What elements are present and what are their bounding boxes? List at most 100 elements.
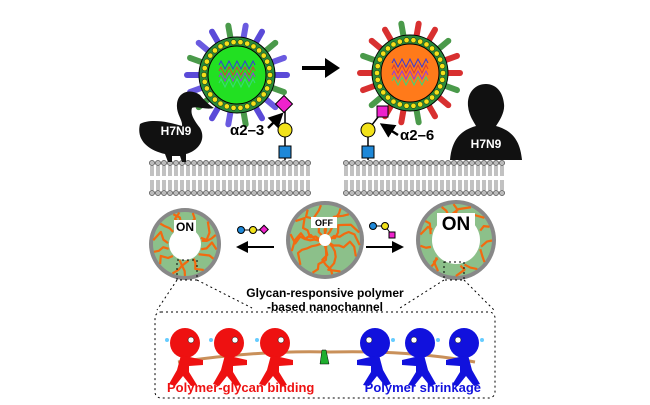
envelope-lipid — [439, 63, 446, 69]
lipid-tail — [204, 166, 208, 190]
lipid-tail — [422, 166, 426, 190]
lipid-head — [379, 190, 385, 196]
lipid-head — [269, 160, 275, 166]
lipid-head — [215, 160, 221, 166]
body — [169, 355, 203, 386]
lipid-tail — [156, 166, 160, 190]
lipid-head — [463, 190, 469, 196]
lipid-head — [445, 160, 451, 166]
lipid-tail — [488, 166, 492, 190]
lipid-head — [245, 160, 251, 166]
lipid-tail — [186, 166, 190, 190]
lipid-head — [373, 190, 379, 196]
lipid-head — [299, 160, 305, 166]
lipid-head — [203, 190, 209, 196]
lipid-head — [421, 190, 427, 196]
sweat-drop — [391, 338, 395, 342]
lipid-head — [251, 160, 257, 166]
virus-core — [207, 45, 267, 105]
linkage-arrow-left — [267, 112, 284, 129]
sweat-drop — [436, 338, 440, 342]
envelope-lipid — [423, 98, 430, 105]
lipid-tail — [482, 166, 486, 190]
virus-avian — [184, 22, 290, 128]
lipid-tail — [494, 166, 498, 190]
cell-membrane-right — [343, 160, 505, 196]
envelope-lipid — [204, 58, 210, 65]
lipid-head — [251, 190, 257, 196]
polymer-chain — [159, 254, 174, 265]
lipid-tail — [300, 166, 304, 190]
lipid-tail — [258, 166, 262, 190]
envelope-lipid — [403, 103, 410, 109]
human-icon — [450, 84, 522, 160]
glycan-chain-a2-3 — [274, 94, 294, 160]
polymer-chain — [424, 220, 432, 235]
nanochannel-on-right — [416, 200, 496, 280]
lipid-tail — [180, 166, 184, 190]
rna-strand — [218, 59, 256, 71]
lipid-tail — [392, 166, 396, 190]
polymer-chain — [200, 241, 218, 251]
lipid-head — [379, 160, 385, 166]
lipid-head — [167, 190, 173, 196]
lipid-head — [263, 190, 269, 196]
envelope-lipid — [266, 79, 273, 85]
lipid-tail — [380, 166, 384, 190]
lipid-head — [385, 160, 391, 166]
lipid-tail — [410, 166, 414, 190]
lipid-head — [233, 160, 239, 166]
red-tug-figure — [255, 328, 293, 386]
lipid-tail — [404, 166, 408, 190]
lipid-tail — [246, 166, 250, 190]
envelope-lipid — [244, 103, 250, 110]
envelope-lipid — [230, 105, 237, 111]
lipid-head — [499, 160, 505, 166]
envelope-lipid — [397, 38, 403, 45]
head — [449, 328, 479, 358]
lipid-head — [305, 160, 311, 166]
right-host-label: H7N9 — [471, 137, 502, 151]
lipid-head — [427, 190, 433, 196]
envelope-lipid — [374, 63, 381, 69]
envelope-lipid — [397, 101, 403, 108]
nanochannel-off — [286, 201, 364, 279]
polymer-chain — [311, 244, 328, 274]
lipid-tail — [240, 166, 244, 190]
lipid-head — [293, 160, 299, 166]
lipid-head — [299, 190, 305, 196]
lipid-head — [275, 190, 281, 196]
envelope-lipid — [266, 65, 273, 71]
envelope-lipid — [201, 72, 207, 78]
envelope-lipid — [437, 83, 443, 90]
lipid-head — [457, 190, 463, 196]
lipid-head — [269, 190, 275, 196]
lipid-head — [397, 160, 403, 166]
polymer-chain — [479, 248, 486, 263]
lipid-head — [209, 160, 215, 166]
lipid-head — [433, 160, 439, 166]
polymer-chain — [200, 221, 211, 242]
lipid-head — [415, 160, 421, 166]
envelope-lipid — [390, 41, 397, 48]
envelope-lipid — [237, 39, 244, 45]
lipid-tail — [344, 166, 348, 190]
eye — [277, 336, 285, 344]
envelope-lipid — [260, 52, 267, 59]
lipid-head — [481, 190, 487, 196]
lipid-tail — [368, 166, 372, 190]
lipid-head — [481, 160, 487, 166]
lipid-head — [439, 160, 445, 166]
envelope-lipid — [230, 39, 237, 45]
envelope-lipid — [264, 58, 270, 65]
lipid-head — [227, 160, 233, 166]
envelope-lipid — [260, 91, 267, 98]
lipid-head — [209, 190, 215, 196]
a2-6-glycan-mini — [369, 222, 396, 239]
lipid-tail — [350, 166, 354, 190]
sweat-drop — [165, 338, 169, 342]
rna-strand — [218, 71, 256, 83]
envelope-lipid — [385, 45, 391, 52]
lipid-head — [439, 190, 445, 196]
polymer-chain — [201, 234, 217, 243]
